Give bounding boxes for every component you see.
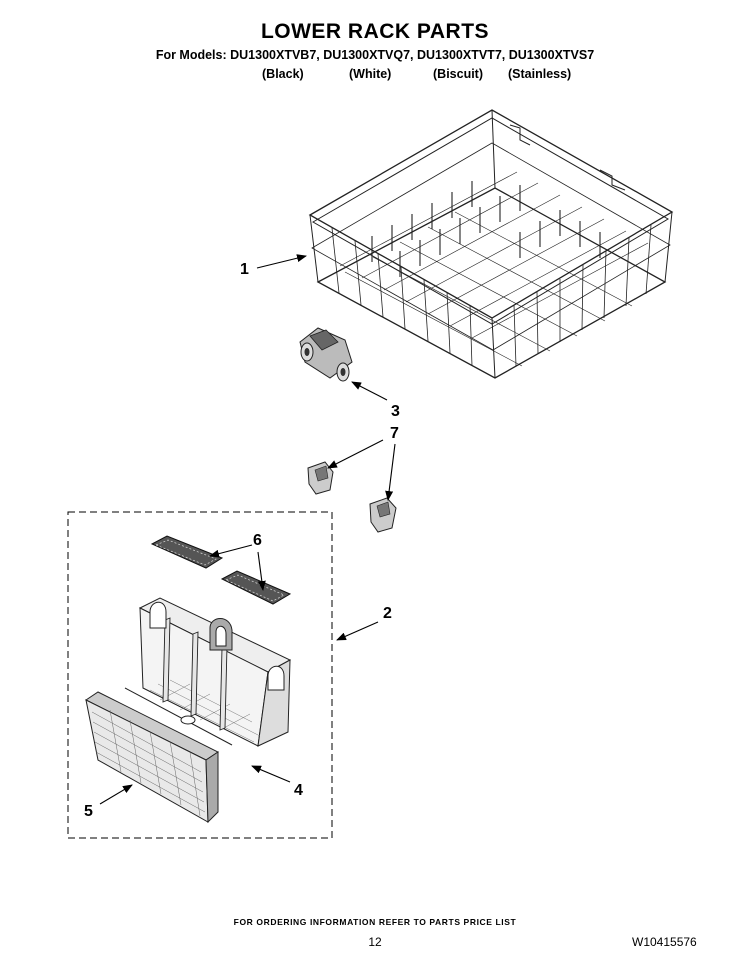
callout-5: 5	[84, 803, 93, 820]
variant-biscuit: (Biscuit)	[433, 67, 483, 81]
basket-lid	[85, 691, 219, 824]
basket-cover-left	[150, 535, 224, 569]
leader-arrow-6a	[209, 544, 253, 558]
leader-arrow-7b	[385, 443, 396, 501]
silverware-basket-group-outline	[67, 511, 333, 839]
basket-cover-right	[220, 570, 292, 605]
document-id: W10415576	[632, 935, 697, 949]
callout-2: 2	[383, 605, 392, 622]
callout-7: 7	[390, 425, 399, 442]
leader-arrow-3	[351, 381, 388, 401]
leader-arrow-2	[336, 621, 379, 641]
callout-6: 6	[253, 532, 262, 549]
variant-black: (Black)	[262, 67, 304, 81]
ordering-note: FOR ORDERING INFORMATION REFER TO PARTS …	[233, 917, 517, 927]
variant-white: (White)	[349, 67, 392, 81]
variant-stainless: (Stainless)	[508, 67, 572, 81]
leader-arrow-5	[99, 784, 133, 805]
callout-3: 3	[391, 403, 400, 420]
leader-arrow-7a	[327, 439, 384, 469]
silverware-basket	[138, 597, 292, 747]
leader-arrow-1	[256, 254, 307, 269]
callout-1: 1	[240, 261, 249, 278]
callout-4: 4	[294, 782, 303, 799]
lower-rack-basket	[308, 109, 674, 379]
basket-clip-bar	[124, 687, 233, 746]
leader-arrow-4	[251, 765, 291, 783]
models-line: For Models: DU1300XTVB7, DU1300XTVQ7, DU…	[155, 48, 595, 62]
leader-arrow-6b	[257, 551, 266, 591]
rack-wheel-assembly	[299, 327, 353, 382]
rack-clip-upper	[307, 461, 334, 495]
page-title: LOWER RACK PARTS	[260, 20, 490, 43]
rack-clip-lower	[369, 497, 397, 533]
page-number: 12	[368, 935, 382, 949]
